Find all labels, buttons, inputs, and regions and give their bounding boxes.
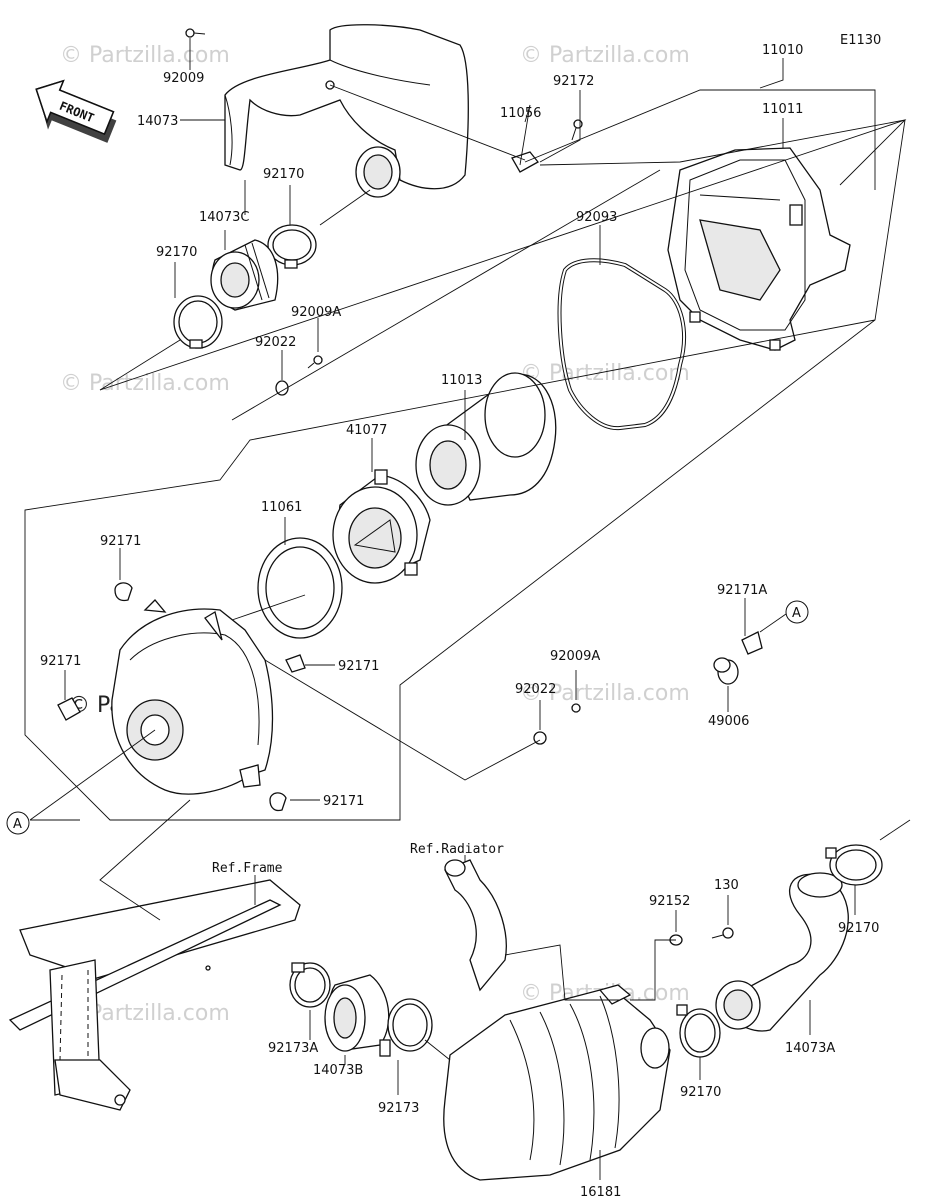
label-92170-d: 92170 xyxy=(680,1085,721,1100)
label-92152: 92152 xyxy=(649,894,690,909)
watermark-5: © Partzilla.com xyxy=(520,681,690,706)
label-92171-b: 92171 xyxy=(40,654,81,669)
watermark-4: © Partzilla.com xyxy=(520,361,690,386)
clamp-92170-lower xyxy=(173,295,223,349)
label-14073C: 14073C xyxy=(199,210,249,225)
clamp-92170-upper xyxy=(267,224,317,269)
label-11010: 11010 xyxy=(762,43,803,58)
label-92171-c: 92171 xyxy=(338,659,379,674)
label-16181: 16181 xyxy=(580,1185,621,1200)
screw-92009A-upper xyxy=(307,355,323,369)
label-92022-a: 92022 xyxy=(255,335,296,350)
callout-a-right: A xyxy=(785,600,809,624)
frame-reference xyxy=(8,879,301,1111)
clip-92171-c xyxy=(285,654,306,673)
duct-14073A xyxy=(715,872,849,1032)
label-11061: 11061 xyxy=(261,500,302,515)
washer-92022-lower xyxy=(533,731,547,745)
label-14073A: 14073A xyxy=(785,1041,835,1056)
label-11013: 11013 xyxy=(441,373,482,388)
label-92170-a: 92170 xyxy=(263,167,304,182)
cap-49006 xyxy=(713,657,739,685)
label-41077: 41077 xyxy=(346,423,387,438)
silencer-16181 xyxy=(443,984,671,1181)
clip-92171-a xyxy=(114,582,133,602)
label-92171A: 92171A xyxy=(717,583,767,598)
air-filter-element-11013 xyxy=(415,372,557,506)
clip-92171A xyxy=(741,631,763,655)
label-92171-d: 92171 xyxy=(323,794,364,809)
callout-a-left-label: A xyxy=(13,817,22,832)
label-14073: 14073 xyxy=(137,114,178,129)
watermark-2: © Partzilla.com xyxy=(520,43,690,68)
intake-duct-14073 xyxy=(224,24,469,198)
part-labels: 92009 14073 92170 14073C 92170 92009A 92… xyxy=(40,43,879,1200)
clip-92171-b xyxy=(57,697,81,721)
diagram-code: E1130 xyxy=(840,33,881,48)
clamp-92173 xyxy=(379,998,433,1057)
radiator-reference xyxy=(444,859,507,992)
callout-a-left: A xyxy=(6,811,30,835)
label-92173: 92173 xyxy=(378,1101,419,1116)
ring-11061 xyxy=(257,537,343,639)
front-arrow-icon: FRONT xyxy=(35,79,117,143)
screw-92172 xyxy=(571,119,583,141)
label-92173A: 92173A xyxy=(268,1041,318,1056)
label-92009A-a: 92009A xyxy=(291,305,341,320)
duct-14073B xyxy=(324,974,390,1052)
screw-92009-top xyxy=(185,28,206,38)
air-cleaner-case-11011 xyxy=(667,147,851,351)
label-92170-c: 92170 xyxy=(838,921,879,936)
watermark-1: © Partzilla.com xyxy=(60,43,230,68)
duct-14073C xyxy=(210,239,279,311)
callout-a-right-label: A xyxy=(792,606,801,621)
clip-92171-d xyxy=(269,792,287,812)
label-ref-radiator: Ref.Radiator xyxy=(410,842,504,857)
washer-92022-upper xyxy=(275,380,289,396)
label-11011: 11011 xyxy=(762,102,803,117)
label-92009-top: 92009 xyxy=(163,71,204,86)
label-92022-b: 92022 xyxy=(515,682,556,697)
gasket-92093 xyxy=(557,258,687,431)
label-92171-a: 92171 xyxy=(100,534,141,549)
label-49006: 49006 xyxy=(708,714,749,729)
label-92172: 92172 xyxy=(553,74,594,89)
clamp-92170-silencer xyxy=(676,1004,721,1058)
bolt-130 xyxy=(711,927,734,939)
label-11056: 11056 xyxy=(500,106,541,121)
label-130: 130 xyxy=(714,878,739,893)
leader-lines xyxy=(24,38,911,1180)
label-92170-b: 92170 xyxy=(156,245,197,260)
label-14073B: 14073B xyxy=(313,1063,363,1078)
clamp-92173A xyxy=(289,962,331,1008)
element-holder-41077 xyxy=(332,469,431,584)
screw-92009A-lower xyxy=(571,703,581,713)
air-cleaner-cover xyxy=(111,599,274,795)
label-ref-frame: Ref.Frame xyxy=(212,861,283,876)
clamp-92170-right xyxy=(825,844,883,886)
label-92009A-b: 92009A xyxy=(550,649,600,664)
label-92093: 92093 xyxy=(576,210,617,225)
